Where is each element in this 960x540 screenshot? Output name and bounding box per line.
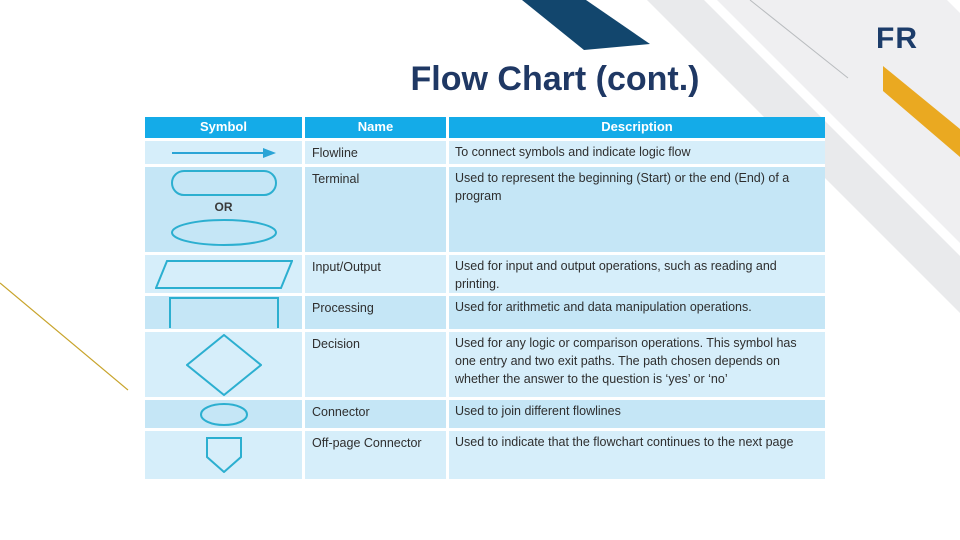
- row-description: Used to represent the beginning (Start) …: [449, 167, 825, 252]
- terminal-rounded-rect-icon: [170, 170, 277, 196]
- row-description: Used for arithmetic and data manipulatio…: [449, 296, 825, 329]
- flowline-symbol-cell: [145, 141, 302, 164]
- row-name: Connector: [305, 400, 446, 428]
- row-description: Used for input and output operations, su…: [449, 255, 825, 293]
- off-page-connector-symbol-cell: [145, 431, 302, 479]
- row-name: Processing: [305, 296, 446, 329]
- gray-ribbon-wide: [717, 0, 960, 243]
- column-header-name: Name: [305, 117, 446, 138]
- row-name: Off-page Connector: [305, 431, 446, 479]
- row-name: Flowline: [305, 141, 446, 164]
- pentagon-icon: [205, 437, 242, 473]
- row-name: Decision: [305, 332, 446, 397]
- fr-logo: FR: [876, 22, 918, 55]
- terminal-ellipse-icon: [170, 219, 277, 246]
- input-output-symbol-cell: [145, 255, 302, 293]
- row-name: Terminal: [305, 167, 446, 252]
- row-description: To connect symbols and indicate logic fl…: [449, 141, 825, 164]
- terminal-symbol-cell: OR: [145, 167, 302, 252]
- navy-ribbon: [522, 0, 650, 50]
- small-ellipse-icon: [199, 402, 248, 426]
- decision-symbol-cell: [145, 332, 302, 397]
- or-label: OR: [214, 200, 233, 214]
- row-description: Used to join different flowlines: [449, 400, 825, 428]
- connector-symbol-cell: [145, 400, 302, 428]
- flowchart-symbols-table: Symbol Name Description Flowline To conn…: [145, 117, 825, 479]
- row-description: Used to indicate that the flowchart cont…: [449, 431, 825, 479]
- parallelogram-icon: [154, 259, 293, 289]
- row-name: Input/Output: [305, 255, 446, 293]
- page-title: Flow Chart (cont.): [410, 60, 700, 98]
- thin-gray-accent-line: [749, 0, 849, 79]
- processing-symbol-cell: [145, 296, 302, 329]
- row-description: Used for any logic or comparison operati…: [449, 332, 825, 397]
- flowline-arrow-icon: [171, 147, 276, 158]
- column-header-symbol: Symbol: [145, 117, 302, 138]
- rectangle-icon: [168, 297, 279, 328]
- column-header-description: Description: [449, 117, 825, 138]
- gold-accent-line: [0, 282, 129, 391]
- diamond-icon: [185, 333, 262, 396]
- gold-ribbon: [883, 66, 960, 157]
